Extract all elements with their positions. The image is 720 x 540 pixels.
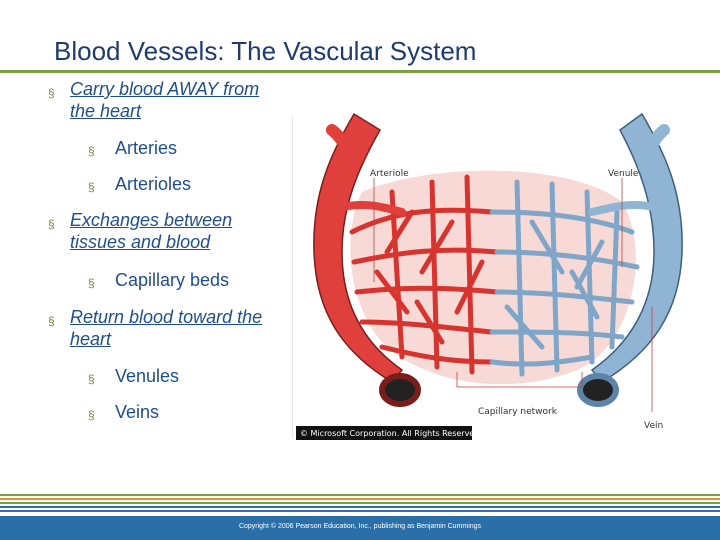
bullet-marker: §	[48, 314, 55, 328]
bullet-marker: §	[88, 276, 95, 290]
footer-stripe	[0, 494, 720, 496]
arteriole-branch	[326, 124, 360, 173]
footer-stripe	[0, 498, 720, 500]
figure-credit: © Microsoft Corporation. All Rights Rese…	[300, 429, 482, 438]
vein-lumen	[577, 373, 619, 407]
bullet-carry-away: § Carry blood AWAY from the heart	[48, 78, 288, 122]
bullet-marker: §	[88, 144, 95, 158]
label-venule: Venule	[608, 169, 639, 179]
bullet-text: Capillary beds	[115, 270, 230, 290]
vascular-diagram: Arteriole Venule Capillary network Vein …	[292, 112, 683, 440]
bullet-veins: § Veins	[88, 401, 288, 423]
bullet-text: Arterioles	[115, 174, 192, 194]
credit-background	[296, 426, 472, 440]
bullet-text: Venules	[115, 366, 180, 386]
bullet-exchanges: § Exchanges between tissues and blood	[48, 209, 288, 253]
bullet-arteries: § Arteries	[88, 137, 288, 159]
label-arteriole: Arteriole	[370, 169, 409, 179]
bullet-text: Return blood toward the heart	[70, 307, 263, 349]
bullet-text: Exchanges between tissues and blood	[70, 210, 233, 252]
footer-stripe	[0, 502, 720, 504]
bullet-text: Arteries	[115, 138, 178, 158]
bullet-text: Carry blood AWAY from the heart	[70, 79, 260, 121]
bullet-marker: §	[48, 217, 55, 231]
label-capillary-network: Capillary network	[478, 407, 558, 417]
capillary-network-venous	[489, 179, 640, 377]
bullet-marker: §	[88, 408, 95, 422]
bullet-marker: §	[88, 180, 95, 194]
slide-title: Blood Vessels: The Vascular System	[54, 36, 477, 66]
bullet-arterioles: § Arterioles	[88, 173, 288, 195]
label-vein: Vein	[644, 421, 663, 431]
bullet-capillary-beds: § Capillary beds	[88, 269, 288, 291]
footer-stripe	[0, 506, 720, 508]
bullet-text: Veins	[115, 402, 160, 422]
artery-lumen	[379, 373, 421, 407]
footer-stripes	[0, 494, 720, 514]
bullet-return: § Return blood toward the heart	[48, 306, 288, 350]
footer-stripe	[0, 510, 720, 512]
bullet-marker: §	[88, 372, 95, 386]
footer-bar	[0, 516, 720, 540]
bullet-venules: § Venules	[88, 365, 288, 387]
venule-branch	[638, 124, 670, 173]
title-divider	[0, 70, 720, 73]
capillary-leader-bracket	[456, 372, 583, 388]
bullet-marker: §	[48, 86, 55, 100]
footer-copyright: Copyright © 2006 Pearson Education, Inc.…	[238, 523, 482, 530]
capillary-network-arterial	[349, 174, 500, 375]
